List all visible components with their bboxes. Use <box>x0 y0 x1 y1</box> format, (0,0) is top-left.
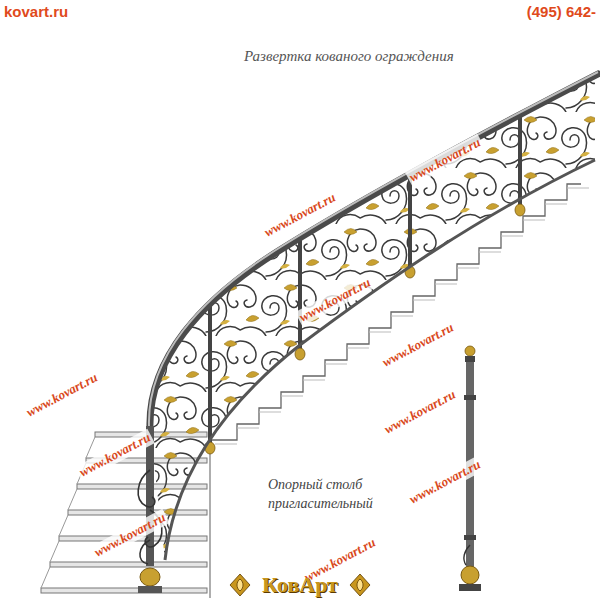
phone-number: (495) 642- <box>527 3 596 20</box>
watermark: www.kovart.ru <box>405 134 485 187</box>
handrail-highlight <box>149 72 598 426</box>
watermark: www.kovart.ru <box>260 189 340 242</box>
site-address: kovart.ru <box>4 3 68 20</box>
post-collars <box>205 204 525 454</box>
scrollwork-panel <box>150 75 595 560</box>
bottom-rail <box>165 160 595 560</box>
watermark: www.kovart.ru <box>75 429 155 482</box>
handrail <box>150 74 598 428</box>
watermark: www.kovart.ru <box>380 386 460 439</box>
drawing-title: Развертка кованого ограждения <box>244 48 454 65</box>
watermark: www.kovart.ru <box>378 319 458 372</box>
watermark: www.kovart.ru <box>405 456 485 509</box>
watermark: www.kovart.ru <box>295 274 375 327</box>
post-caption: Опорный столб пригласительный <box>268 476 396 514</box>
watermark: www.kovart.ru <box>22 369 102 422</box>
brand-logo: КовАрт <box>262 572 338 598</box>
railing-posts <box>210 116 520 445</box>
watermark: www.kovart.ru <box>90 509 170 562</box>
stair-wall-edge <box>209 440 210 598</box>
